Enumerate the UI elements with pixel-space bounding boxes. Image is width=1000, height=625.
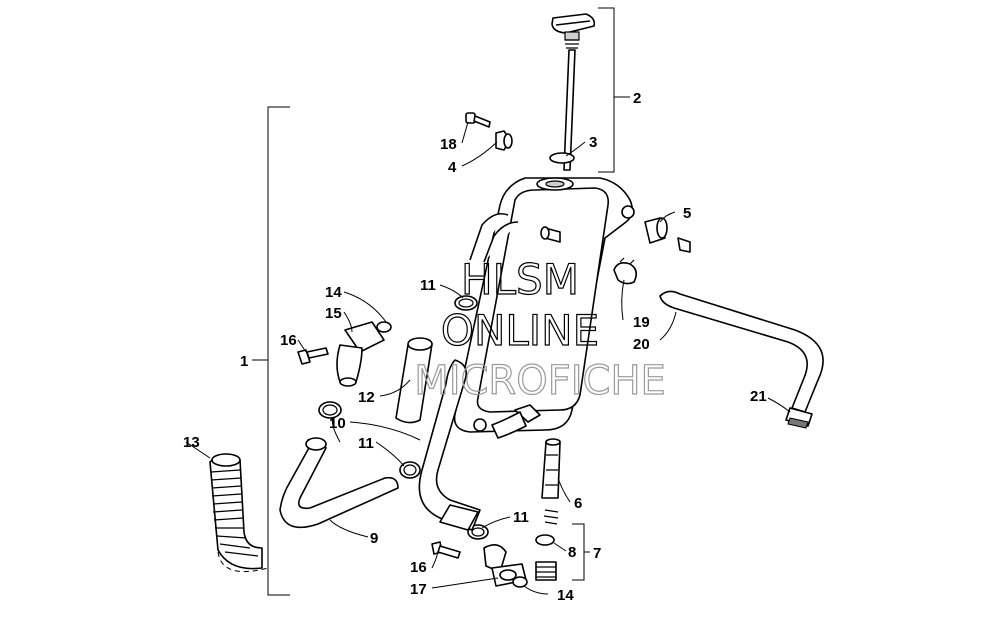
- o-ring-14-lower: [512, 576, 528, 588]
- callout-12: 12: [358, 389, 375, 406]
- watermark-line-3: MICROFICHE: [414, 358, 666, 404]
- screen-6: [541, 438, 561, 525]
- o-ring-14-upper: [376, 321, 392, 333]
- clamp-11-upper: [454, 295, 478, 311]
- hose-9: [279, 437, 399, 529]
- callout-5: 5: [683, 205, 691, 222]
- watermark: HLSM ONLINE MICROFICHE: [414, 254, 667, 404]
- drain-plug-7: [535, 561, 557, 581]
- dipstick-cap: [551, 13, 596, 171]
- callout-11-upper: 11: [420, 277, 436, 294]
- callout-18: 18: [440, 136, 457, 153]
- dipstick-o-ring: [549, 152, 575, 164]
- clamp-11-mid-right: [399, 461, 421, 479]
- callout-16-lower: 16: [410, 559, 427, 576]
- clamp-11-mid-left: [318, 401, 342, 419]
- hose-clamp-19: [613, 257, 638, 285]
- group-2-bracket: [598, 7, 624, 173]
- leader-lines: [185, 96, 791, 595]
- hose-10: [418, 359, 527, 531]
- callout-3: 3: [589, 134, 597, 151]
- bolt-18: [465, 112, 491, 128]
- watermark-line-2: ONLINE: [441, 306, 599, 355]
- callout-17: 17: [410, 581, 427, 598]
- callout-15: 15: [325, 305, 342, 322]
- vent-hose-20: [659, 290, 824, 413]
- fitting-15: [336, 321, 385, 387]
- grommet-5: [644, 217, 691, 253]
- o-ring-8: [535, 534, 555, 546]
- grommet-4: [495, 130, 513, 151]
- callout-16-upper: 16: [280, 332, 297, 349]
- callout-13: 13: [183, 434, 200, 451]
- vent-filter-21: [785, 407, 813, 429]
- callout-14-upper: 14: [325, 284, 342, 301]
- group-1-bracket: [258, 106, 290, 596]
- corrugated-hose-13: [209, 453, 269, 573]
- callout-21: 21: [750, 388, 767, 405]
- callout-11-mid: 11: [358, 435, 374, 452]
- callout-1: 1: [240, 353, 248, 370]
- callout-19: 19: [633, 314, 650, 331]
- callout-4: 4: [448, 159, 457, 176]
- callout-7: 7: [593, 545, 601, 562]
- callout-14-lower: 14: [557, 587, 574, 604]
- callout-2: 2: [633, 90, 641, 107]
- callout-20: 20: [633, 336, 650, 353]
- callout-10: 10: [329, 415, 346, 432]
- callout-8: 8: [568, 544, 576, 561]
- bolt-16-upper: [297, 347, 329, 365]
- bolt-16-lower: [431, 541, 461, 559]
- watermark-line-1: HLSM: [461, 255, 579, 304]
- oil-tank: [453, 177, 635, 433]
- callout-6: 6: [574, 495, 582, 512]
- group-7-bracket: [572, 523, 590, 581]
- callouts: 1 2 3 18 4 5 11 14 15 16 19 20 21 12 10 …: [183, 90, 767, 604]
- hose-12: [395, 337, 433, 424]
- callout-9: 9: [370, 530, 378, 547]
- callout-11-lower: 11: [513, 509, 529, 526]
